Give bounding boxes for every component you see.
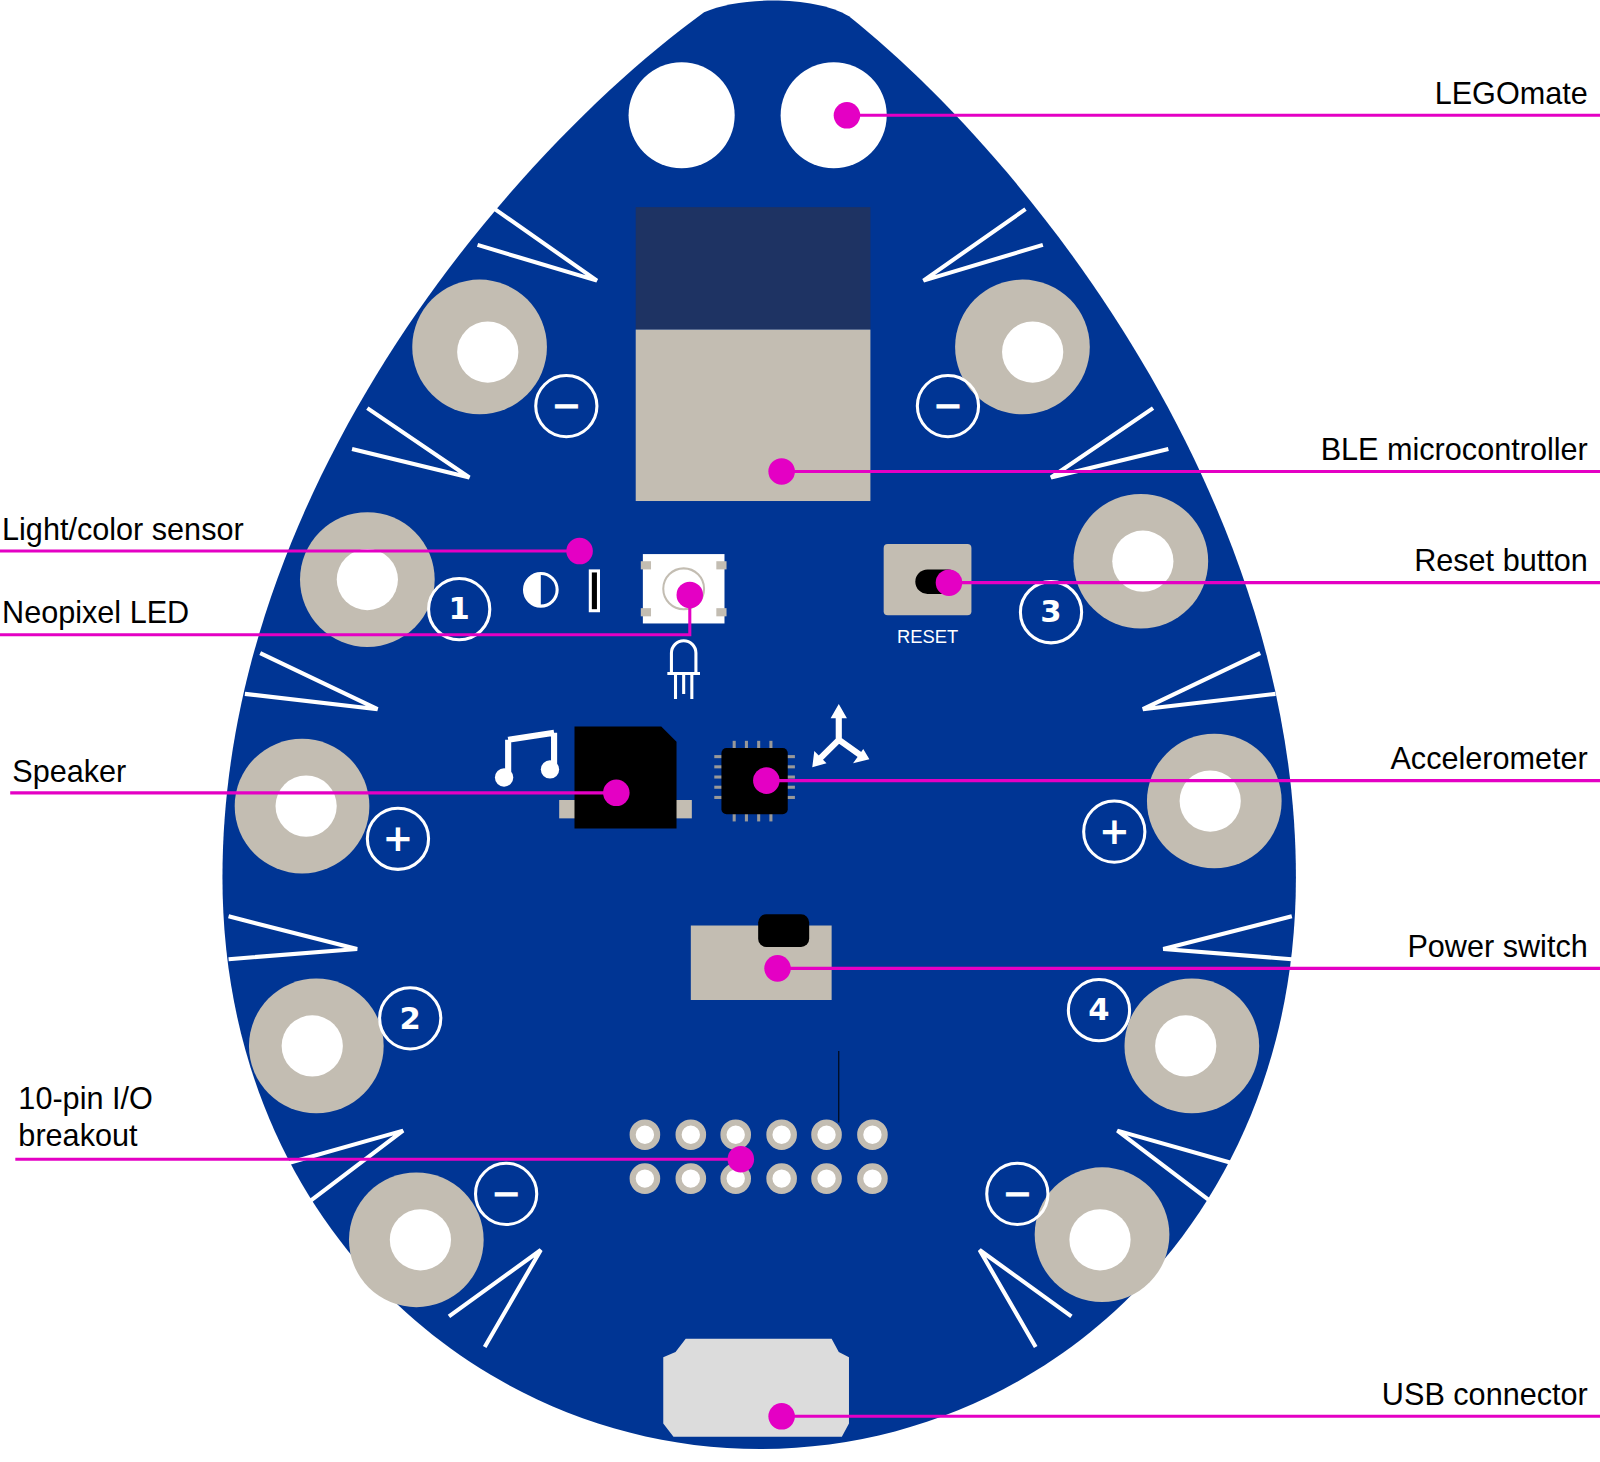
pin-number: 1 [431, 581, 488, 638]
pin-number: 4 [1070, 982, 1127, 1039]
part-label: Power switch [1407, 930, 1587, 965]
polarity-sign: − [989, 1165, 1046, 1222]
pin-number: 3 [1022, 584, 1079, 641]
part-label: Light/color sensor [2, 512, 244, 547]
part-label: BLE microcontroller [1321, 433, 1588, 468]
polarity-sign: + [369, 810, 426, 867]
part-label: LEGOmate [1435, 77, 1588, 112]
part-label: 10-pin I/O breakout [18, 1081, 207, 1154]
pin-number: 2 [382, 990, 439, 1047]
part-label: Neopixel LED [2, 596, 189, 631]
button-caption: RESET [897, 627, 958, 647]
part-label: Speaker [12, 754, 126, 789]
polarity-sign: − [538, 378, 595, 435]
part-label: USB connector [1382, 1378, 1588, 1413]
polarity-sign: + [1086, 803, 1143, 860]
part-label: Accelerometer [1390, 742, 1587, 777]
polarity-sign: − [478, 1165, 535, 1222]
part-label: Reset button [1414, 544, 1588, 579]
polarity-sign: − [919, 378, 976, 435]
